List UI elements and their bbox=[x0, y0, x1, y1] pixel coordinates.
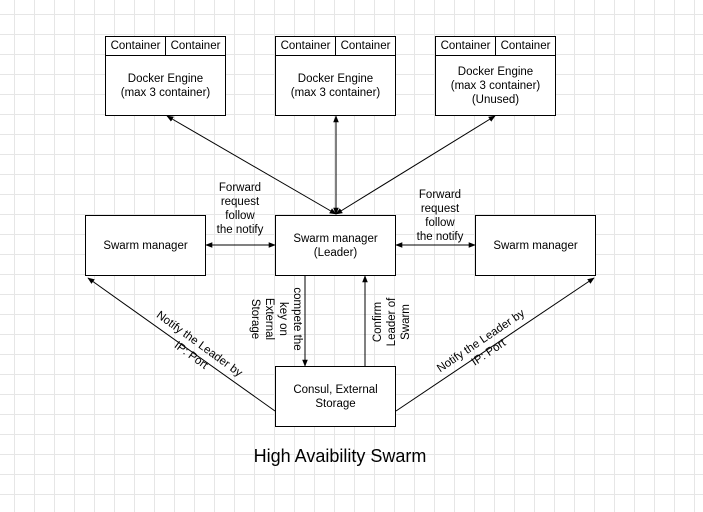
docker-engine-2-label: Docker Engine (max 3 container) bbox=[290, 72, 381, 99]
swarm-manager-left-label: Swarm manager bbox=[103, 239, 188, 252]
forward-request-right-label: Forward request follow the notify bbox=[416, 189, 464, 243]
engine1-leader-connector bbox=[166, 115, 337, 215]
engine2-container-cell: Container bbox=[275, 36, 336, 56]
notify-right-connector bbox=[395, 277, 595, 412]
engine3-container-cell: Container bbox=[495, 36, 556, 56]
docker-engine-2: Docker Engine (max 3 container) bbox=[275, 55, 396, 116]
docker-engine-1: Docker Engine (max 3 container) bbox=[105, 55, 226, 116]
consul-storage-label: Consul, External Storage bbox=[293, 383, 378, 410]
swarm-manager-leader-label: Swarm manager (Leader) bbox=[293, 232, 378, 259]
consul-storage: Consul, External Storage bbox=[275, 366, 396, 427]
diagram-title: High Avaibility Swarm bbox=[253, 446, 427, 466]
docker-engine-3-label: Docker Engine (max 3 container) (Unused) bbox=[450, 65, 541, 106]
swarm-manager-left: Swarm manager bbox=[85, 215, 206, 276]
docker-engine-1-label: Docker Engine (max 3 container) bbox=[120, 72, 211, 99]
confirm-leader-label: Confirm Leader of Swarm bbox=[372, 297, 412, 347]
swarm-manager-right-label: Swarm manager bbox=[493, 239, 578, 252]
compete-key-label: compete the key on External Storage bbox=[249, 287, 303, 351]
notify-left-connector bbox=[87, 277, 276, 412]
forward-request-left-label: Forward request follow the notify bbox=[216, 182, 264, 236]
engine3-container-cell: Container bbox=[435, 36, 496, 56]
engine1-container-cell: Container bbox=[105, 36, 166, 56]
swarm-manager-right: Swarm manager bbox=[475, 215, 596, 276]
docker-engine-3: Docker Engine (max 3 container) (Unused) bbox=[435, 55, 556, 116]
engine3-leader-connector bbox=[335, 115, 496, 215]
engine2-container-cell: Container bbox=[335, 36, 396, 56]
swarm-manager-leader: Swarm manager (Leader) bbox=[275, 215, 396, 276]
engine1-container-cell: Container bbox=[165, 36, 226, 56]
